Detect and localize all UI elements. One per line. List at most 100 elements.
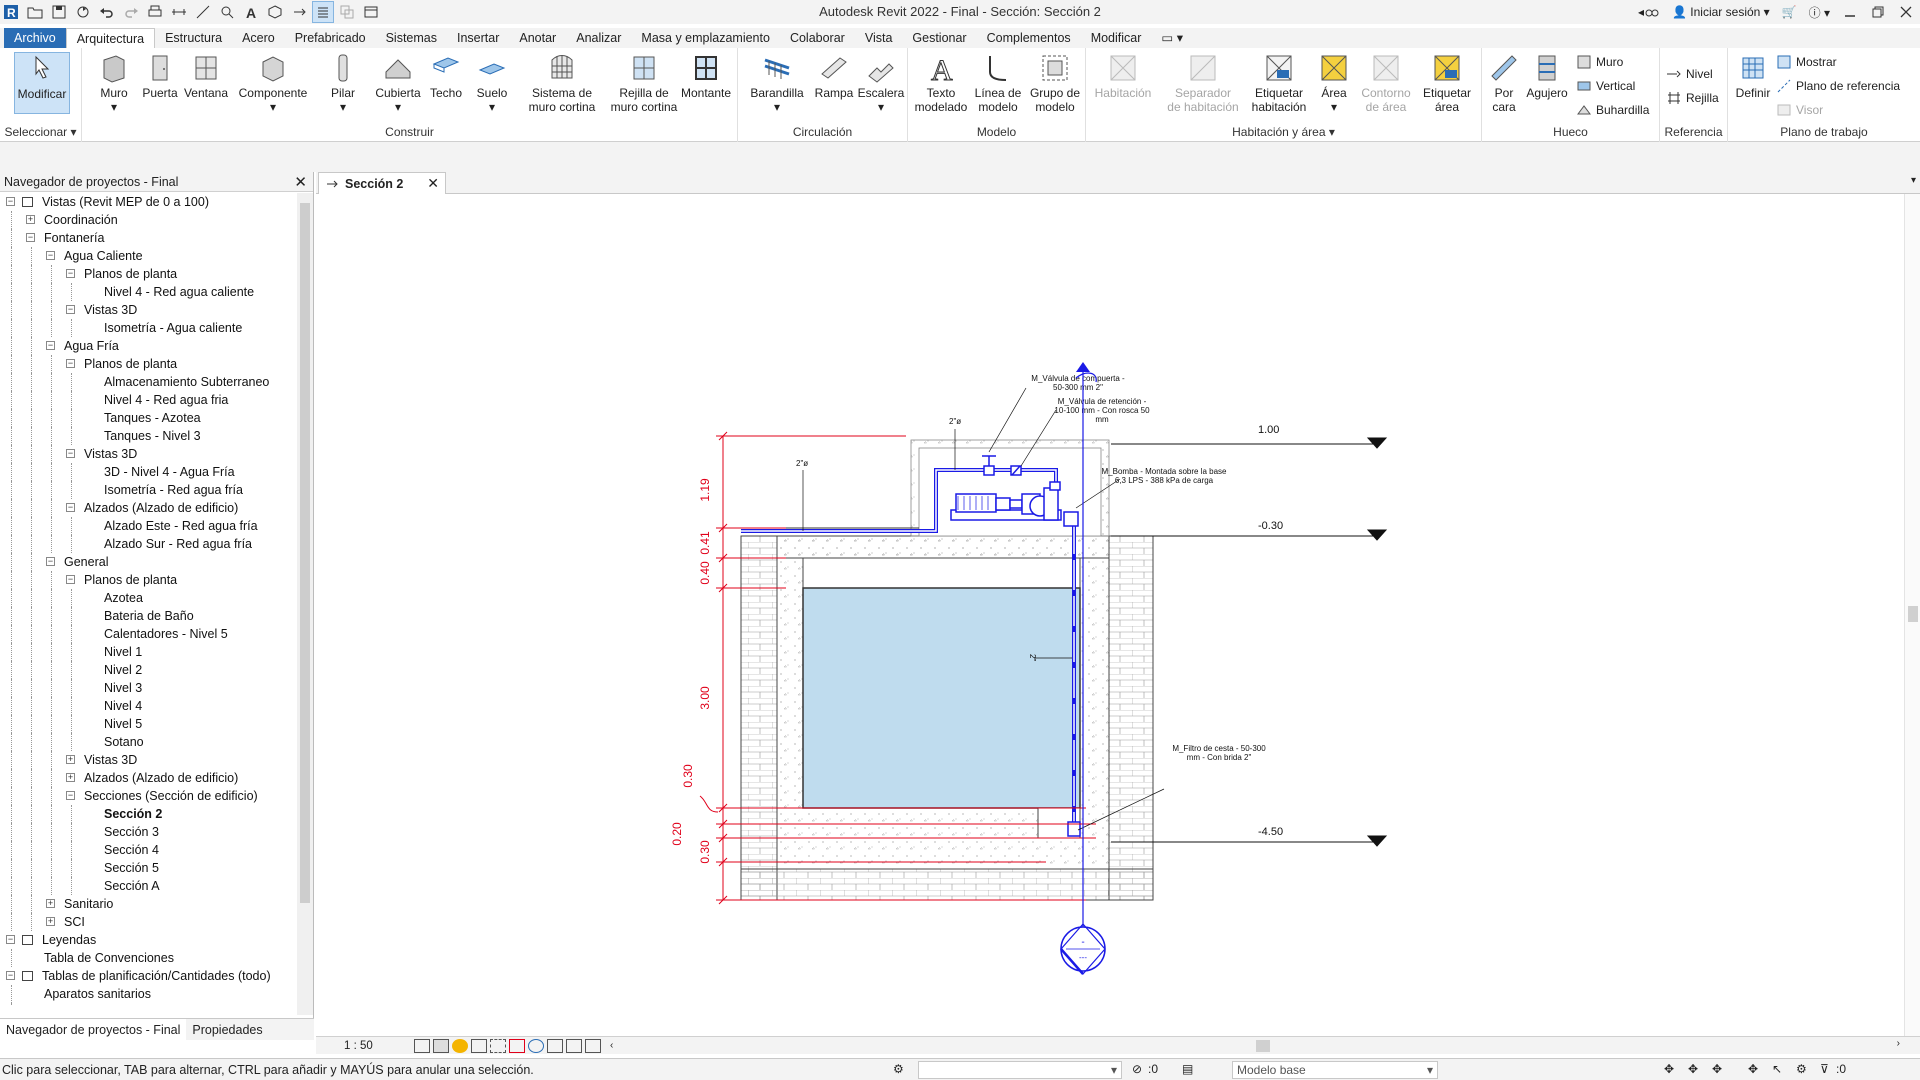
tree-item[interactable]: Tanques - Nivel 3 — [0, 427, 296, 445]
tree-item[interactable]: Bateria de Baño — [0, 607, 296, 625]
tab-dropdown-icon[interactable]: ▭ ▾ — [1161, 31, 1183, 45]
collapse-icon[interactable]: − — [66, 358, 75, 368]
pipe-tag-1[interactable]: 2"ø — [796, 459, 808, 468]
tree-item[interactable]: Nivel 1 — [0, 643, 296, 661]
scroll-left-icon[interactable]: ‹ — [610, 1040, 614, 1051]
view-scale[interactable]: 1 : 50 — [344, 1039, 373, 1052]
gate-valve-label-1[interactable]: M_Válvula de compuerta - — [1031, 374, 1125, 383]
tree-item[interactable]: Nivel 4 - Red agua caliente — [0, 283, 296, 301]
collapse-icon[interactable]: − — [6, 970, 15, 980]
tab-arquitectura[interactable]: Arquitectura — [65, 28, 156, 48]
tree-item[interactable]: Calentadores - Nivel 5 — [0, 625, 296, 643]
select-links-icon[interactable]: ✥ — [1664, 1062, 1675, 1076]
temp-hide-icon[interactable] — [528, 1038, 544, 1053]
minimize-icon[interactable] — [1836, 0, 1864, 24]
expand-icon[interactable]: + — [66, 772, 75, 782]
collapse-icon[interactable]: − — [26, 232, 35, 242]
lock-3d-icon[interactable] — [566, 1038, 582, 1053]
check-valve-label-1[interactable]: M_Válvula de retención - — [1058, 397, 1147, 406]
browser-scrollbar[interactable] — [297, 193, 313, 1015]
collapse-icon[interactable]: − — [66, 574, 75, 584]
tree-item[interactable]: Alzado Sur - Red agua fría — [0, 535, 296, 553]
tab-project-browser[interactable]: Navegador de proyectos - Final — [0, 1019, 187, 1041]
filter-label-2[interactable]: mm - Con brida 2" — [1187, 753, 1252, 762]
collapse-icon[interactable]: − — [46, 340, 55, 350]
section-icon[interactable] — [288, 1, 310, 23]
collapse-icon[interactable]: − — [46, 250, 55, 260]
collapse-icon[interactable]: − — [46, 556, 55, 566]
switch-windows-icon[interactable] — [360, 1, 382, 23]
tree-item[interactable]: +Sanitario — [0, 895, 296, 913]
tree-item[interactable]: −Tablas de planificación/Cantidades (tod… — [0, 967, 296, 985]
tree-item[interactable]: +Alzados (Alzado de edificio) — [0, 769, 296, 787]
area-button[interactable]: Área▾ — [1314, 52, 1354, 114]
measure-icon[interactable] — [168, 1, 190, 23]
tab-archivo[interactable]: Archivo — [4, 28, 66, 48]
dormer-opening-button[interactable]: Buhardilla — [1576, 102, 1649, 118]
search-icon[interactable]: ◂ — [1638, 4, 1660, 20]
text-icon[interactable]: A — [240, 1, 262, 23]
dim-1-19[interactable]: 1.19 — [698, 478, 712, 502]
pipe-tag-2[interactable]: 2"ø — [949, 417, 961, 426]
tree-item[interactable]: −Vistas 3D — [0, 445, 296, 463]
tree-item[interactable]: +SCI — [0, 913, 296, 931]
bottom-masonry[interactable] — [740, 868, 1154, 901]
tree-item[interactable]: −Planos de planta — [0, 355, 296, 373]
tab-acero[interactable]: Acero — [242, 31, 275, 45]
visual-style-icon[interactable] — [433, 1038, 449, 1053]
show-crop-icon[interactable] — [509, 1038, 525, 1053]
filter-label-1[interactable]: M_Filtro de cesta - 50-300 — [1172, 744, 1266, 753]
drawing-canvas[interactable]: 1.00 -0.30 -4.50 1.19 0.41 0.40 3.0 — [316, 194, 1904, 1036]
redo-icon[interactable] — [120, 1, 142, 23]
signin-button[interactable]: 👤 Iniciar sesión ▾ — [1672, 5, 1770, 19]
stair-button[interactable]: Escalera▾ — [856, 52, 906, 114]
modify-button[interactable]: Modificar — [14, 52, 70, 114]
room-button[interactable]: Habitación — [1092, 52, 1154, 100]
collapse-icon[interactable]: − — [66, 790, 75, 800]
level-button[interactable]: Nivel — [1666, 66, 1713, 82]
panel-room-area-label[interactable]: Habitación y área ▾ — [1232, 125, 1335, 139]
tab-section-2[interactable]: Sección 2 ✕ — [318, 172, 446, 194]
sync-icon[interactable] — [72, 1, 94, 23]
dim-0-41[interactable]: 0.41 — [698, 531, 712, 555]
tab-modificar[interactable]: Modificar — [1090, 31, 1142, 45]
expand-icon[interactable]: + — [46, 898, 55, 908]
pipe-network[interactable] — [741, 468, 1076, 824]
scroll-right-icon[interactable]: › — [1896, 1038, 1900, 1049]
section-head-top[interactable] — [1075, 362, 1097, 383]
worksets-icon[interactable]: ⚙ — [893, 1062, 904, 1076]
check-valve-label-2[interactable]: 10-100 mm - Con rosca 50 — [1054, 406, 1150, 415]
expand-icon[interactable]: + — [66, 754, 75, 764]
scrollbar-thumb[interactable] — [300, 203, 310, 903]
workset-dropdown[interactable]: ▾ — [918, 1061, 1122, 1079]
tab-insertar[interactable]: Insertar — [457, 31, 500, 45]
tree-item[interactable]: Isometría - Agua caliente — [0, 319, 296, 337]
cart-icon[interactable]: 🛒 — [1781, 5, 1797, 19]
mullion-button[interactable]: Montante — [676, 52, 736, 100]
select-face-icon[interactable]: ✥ — [1748, 1062, 1759, 1076]
railing-button[interactable]: Barandilla▾ — [746, 52, 808, 114]
tree-item[interactable]: Sección 3 — [0, 823, 296, 841]
reveal-hidden-icon[interactable] — [547, 1038, 563, 1053]
gate-valve-label-2[interactable]: 50-300 mm 2" — [1053, 383, 1103, 392]
show-workplane-button[interactable]: Mostrar — [1776, 54, 1837, 70]
tree-item[interactable]: Aparatos sanitarios — [0, 985, 296, 1003]
background-process-icon[interactable]: ⚙ — [1796, 1062, 1807, 1076]
select-underlay-icon[interactable]: ✥ — [1688, 1062, 1699, 1076]
collapse-icon[interactable]: − — [66, 304, 75, 314]
collapse-icon[interactable]: − — [66, 448, 75, 458]
sun-path-icon[interactable] — [452, 1038, 468, 1053]
tree-item[interactable]: Nivel 2 — [0, 661, 296, 679]
tree-item[interactable]: Nivel 5 — [0, 715, 296, 733]
tree-item[interactable]: Tanques - Azotea — [0, 409, 296, 427]
left-masonry-wall[interactable] — [740, 535, 778, 901]
water-volume[interactable] — [802, 587, 1081, 809]
